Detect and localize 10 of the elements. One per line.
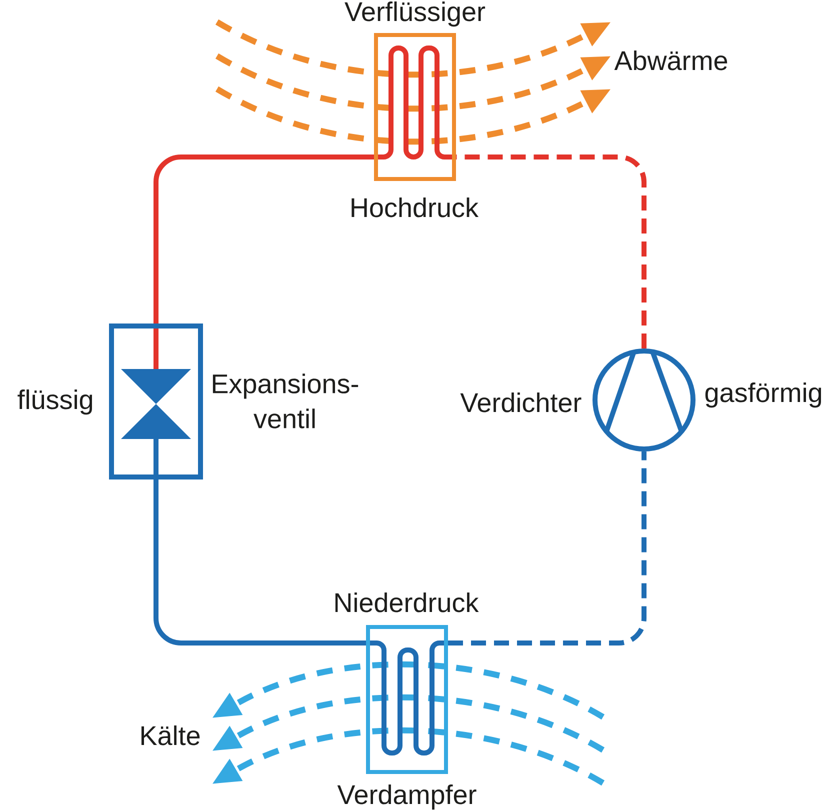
annotation: Abwärme — [614, 50, 728, 70]
pipe-line — [154, 154, 374, 324]
component-name: Verdampfer — [337, 784, 476, 810]
pipe-line — [154, 480, 366, 646]
annotation: Kälte — [142, 725, 200, 746]
component-name: Verdichter — [460, 392, 582, 412]
component-name: Expansions- ventil — [212, 374, 358, 428]
pipe-line — [456, 154, 646, 348]
component-name: Verflüssiger — [344, 1, 486, 27]
pipe-line — [448, 452, 646, 646]
